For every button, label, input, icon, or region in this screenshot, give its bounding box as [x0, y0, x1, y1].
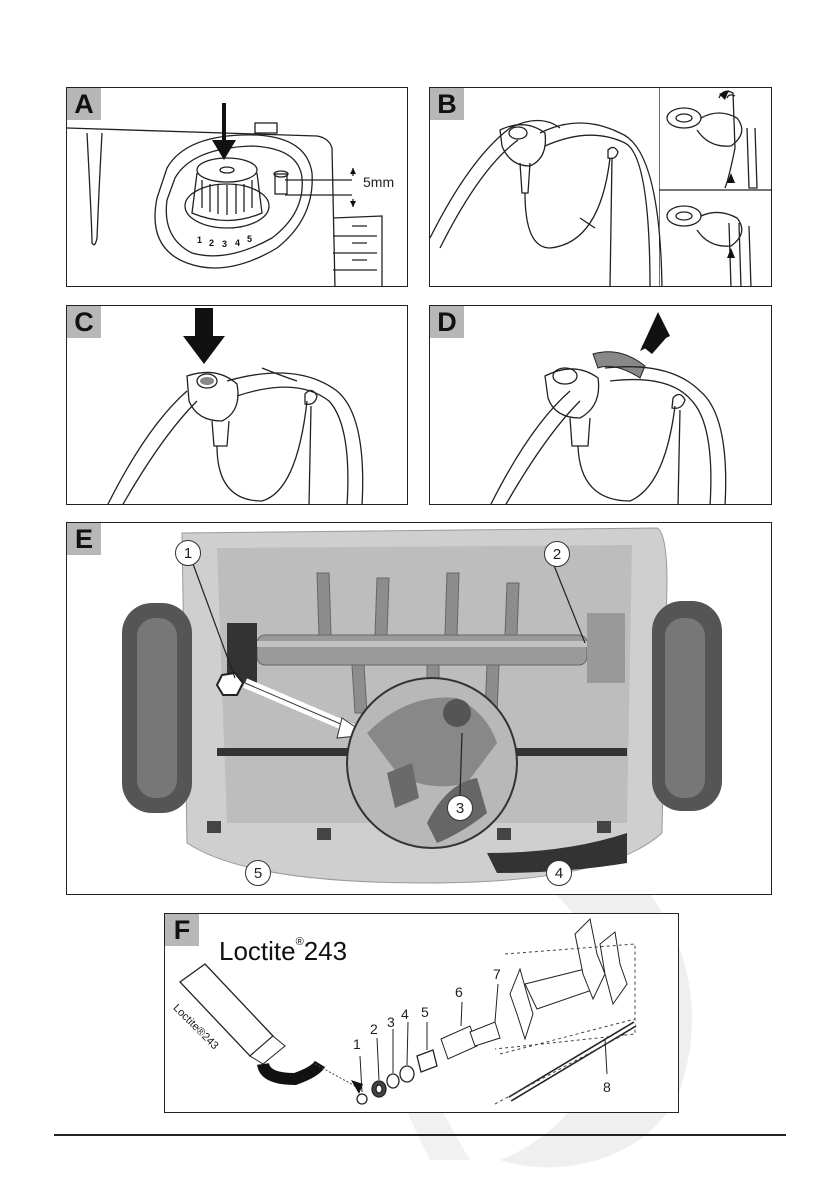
panel-d: D [429, 305, 772, 505]
panel-c: C [66, 305, 408, 505]
dial-number: 2 [209, 238, 214, 248]
part-number: 2 [370, 1021, 378, 1037]
panel-e-badge: E [67, 523, 101, 555]
panel-e: E [66, 522, 772, 895]
cable-clip-detail [659, 88, 772, 287]
dial-number: 1 [197, 235, 202, 245]
callout-4: 4 [546, 860, 572, 886]
part-number: 5 [421, 1004, 429, 1020]
callout-5: 5 [245, 860, 271, 886]
panel-b-badge: B [430, 88, 464, 120]
panel-a: A 1 2 3 4 5 5mm [66, 87, 408, 287]
callout-1: 1 [175, 540, 201, 566]
panel-f: F Loctite®243 [164, 913, 679, 1113]
part-number: 7 [493, 966, 501, 982]
dial-number: 4 [235, 238, 240, 248]
part-number: 1 [353, 1036, 361, 1052]
callout-3: 3 [447, 795, 473, 821]
switch-press-illustration [67, 306, 408, 505]
panel-c-badge: C [67, 306, 101, 338]
cutting-height-dial-illustration: 1 2 3 4 5 [67, 88, 408, 287]
part-number: 4 [401, 1006, 409, 1022]
part-number: 3 [387, 1014, 395, 1030]
height-measure-label: 5mm [363, 174, 394, 190]
footer-rule [54, 1134, 786, 1136]
panel-a-badge: A [67, 88, 101, 120]
dial-number: 3 [222, 239, 227, 249]
part-number: 6 [455, 984, 463, 1000]
lever-pull-illustration [430, 306, 772, 505]
panel-f-badge: F [165, 914, 199, 946]
dial-number: 5 [247, 234, 252, 244]
underside-photo [67, 523, 772, 895]
panel-d-badge: D [430, 306, 464, 338]
panel-b: B [429, 87, 772, 287]
part-number: 8 [603, 1079, 611, 1095]
callout-2: 2 [544, 541, 570, 567]
